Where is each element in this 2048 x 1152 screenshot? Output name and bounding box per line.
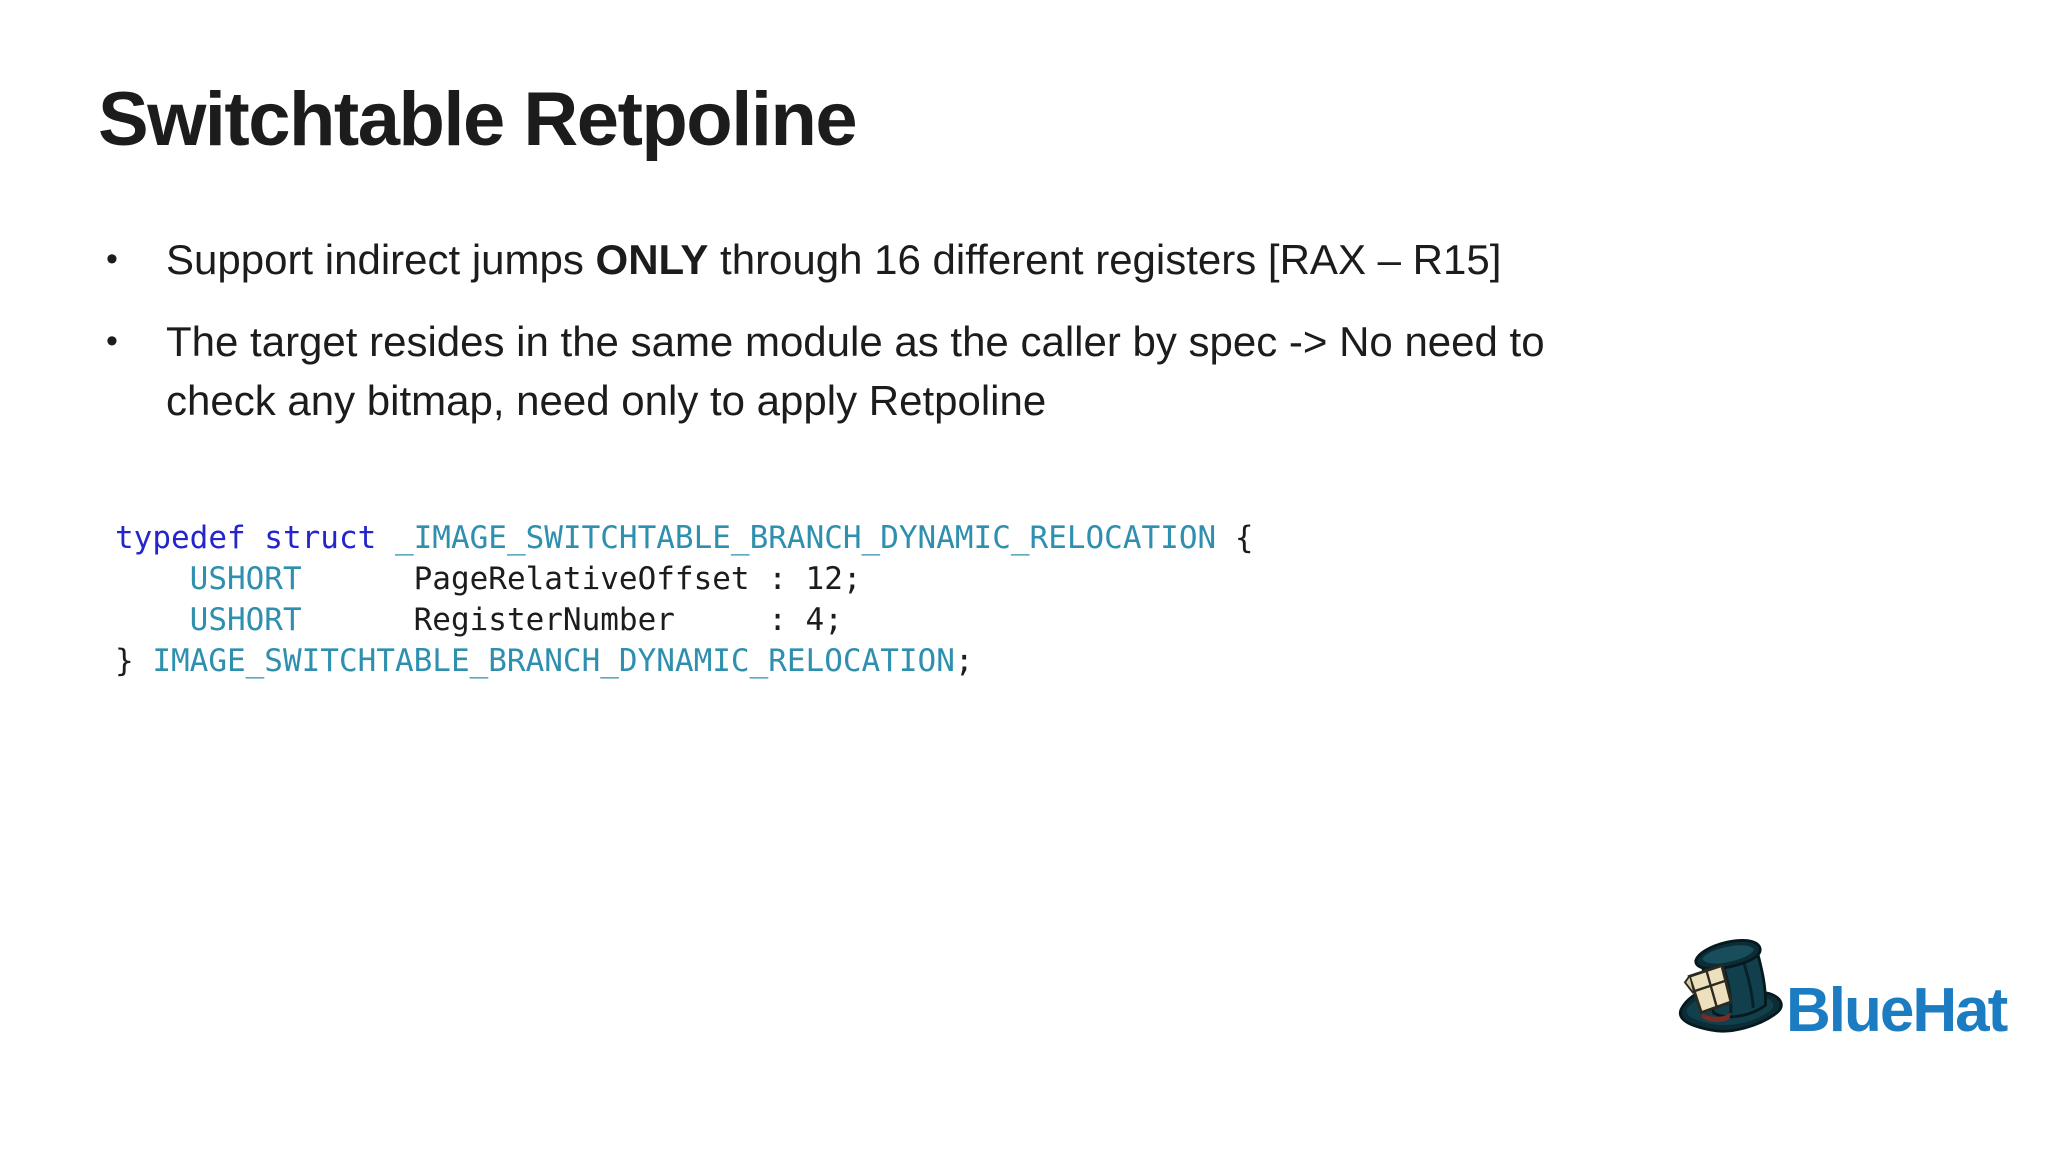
code-token: ; (954, 643, 974, 679)
bluehat-logo: BlueHat (1672, 928, 2012, 1045)
list-item: • Support indirect jumps ONLY through 16… (98, 230, 1501, 289)
bullet-marker: • (106, 322, 118, 360)
code-typename: USHORT (189, 602, 302, 638)
code-line: USHORT RegisterNumber : 4; (115, 600, 1254, 641)
list-item: • The target resides in the same module … (98, 312, 1545, 430)
code-line: typedef struct _IMAGE_SWITCHTABLE_BRANCH… (115, 518, 1254, 559)
code-typename: _IMAGE_SWITCHTABLE_BRANCH_DYNAMIC_RELOCA… (394, 520, 1217, 556)
bluehat-logo-text: BlueHat (1786, 976, 2008, 1045)
bullet2-line2: check any bitmap, need only to apply Ret… (166, 377, 1047, 424)
code-typename: USHORT (189, 561, 302, 597)
code-typename: IMAGE_SWITCHTABLE_BRANCH_DYNAMIC_RELOCAT… (152, 643, 955, 679)
code-line: USHORT PageRelativeOffset : 12; (115, 559, 1254, 600)
code-token (376, 520, 395, 556)
bullet1-seg1: Support indirect jumps (166, 236, 596, 283)
code-line: } IMAGE_SWITCHTABLE_BRANCH_DYNAMIC_RELOC… (115, 641, 1254, 682)
code-token: RegisterNumber : 4; (301, 602, 843, 638)
bullet-text: Support indirect jumps ONLY through 16 d… (166, 230, 1501, 289)
bullet1-seg3: through 16 different registers [RAX – R1… (708, 236, 1502, 283)
code-token: { (1216, 520, 1254, 556)
top-hat-icon (1678, 938, 1783, 1033)
code-token (115, 602, 190, 638)
bullet1-seg2-bold: ONLY (595, 236, 709, 283)
code-block: typedef struct _IMAGE_SWITCHTABLE_BRANCH… (115, 518, 1254, 682)
code-token: } (115, 643, 153, 679)
code-token: PageRelativeOffset : 12; (301, 561, 862, 597)
code-keyword: typedef struct (115, 520, 377, 556)
bullet-text: The target resides in the same module as… (166, 312, 1545, 430)
bullet-marker: • (106, 240, 118, 278)
bullet2-line1: The target resides in the same module as… (166, 318, 1545, 365)
code-token (115, 561, 190, 597)
page-title: Switchtable Retpoline (98, 77, 858, 162)
